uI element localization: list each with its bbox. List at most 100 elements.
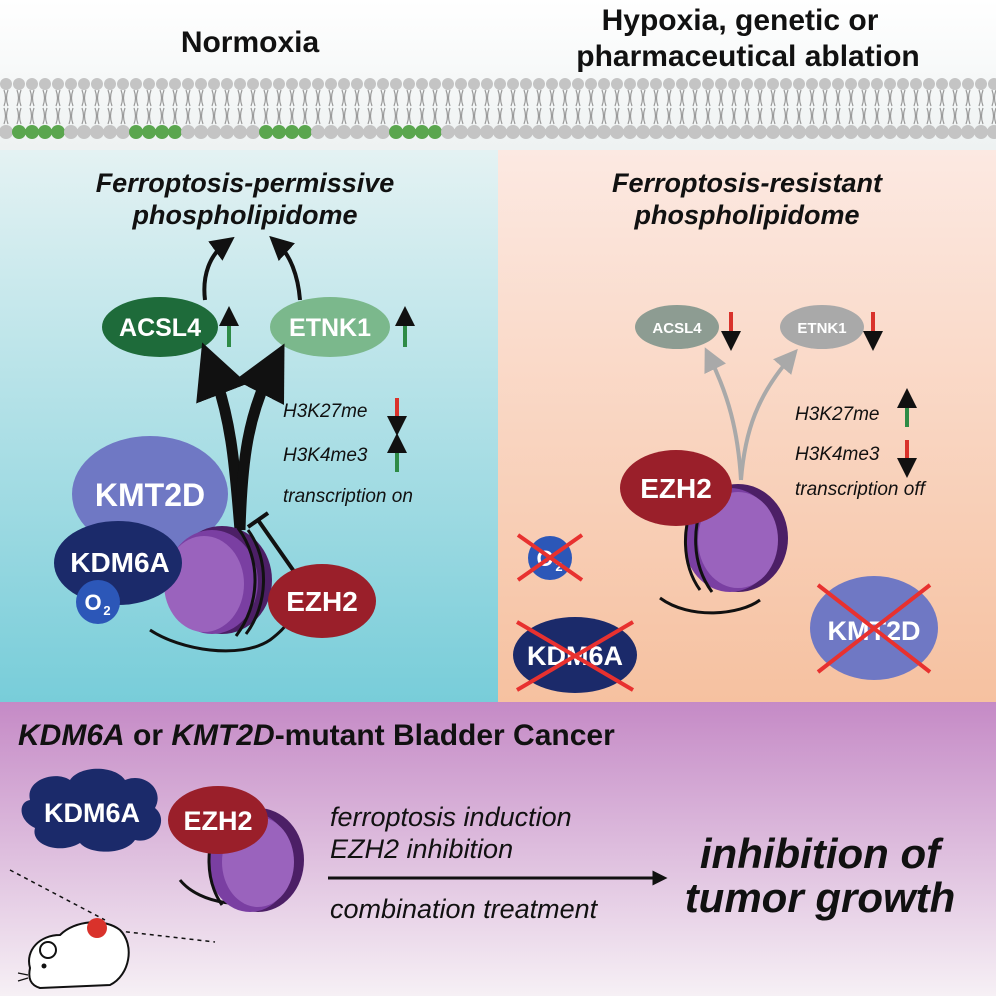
lipid-tail-upper bbox=[29, 89, 35, 107]
lipid-head-upper bbox=[273, 78, 285, 90]
lipid-head-lower bbox=[506, 125, 520, 139]
acsl4-enzyme: ACSL4 bbox=[102, 297, 218, 357]
lipid-head-lower bbox=[896, 125, 910, 139]
lipid-head-upper bbox=[338, 78, 350, 90]
lipid-tail-lower bbox=[224, 107, 230, 125]
resistant-subtitle-line2: phospholipidome bbox=[634, 200, 860, 230]
lipid-tail-upper bbox=[250, 89, 256, 107]
lipid-head-upper bbox=[572, 78, 584, 90]
lipid-tail-lower bbox=[861, 107, 867, 125]
ezh2-label-bottom: EZH2 bbox=[183, 806, 252, 836]
lipid-tail-lower bbox=[81, 107, 87, 125]
lipid-head-lower bbox=[727, 125, 741, 139]
lipid-head-lower bbox=[610, 125, 624, 139]
title-gene-kmt2d: KMT2D bbox=[171, 719, 274, 752]
lipid-head-lower bbox=[792, 125, 806, 139]
lipid-tail-upper bbox=[939, 89, 945, 107]
lipid-tail-lower bbox=[471, 107, 477, 125]
lipid-head-upper bbox=[624, 78, 636, 90]
cell-membrane bbox=[0, 78, 996, 139]
lipid-head-upper bbox=[923, 78, 935, 90]
lipid-tail-upper bbox=[536, 89, 542, 107]
outcome-line2: tumor growth bbox=[685, 874, 956, 921]
etnk1-to-lipidome-arrow bbox=[269, 235, 302, 301]
lipid-tail-lower bbox=[55, 107, 61, 125]
lipid-tail-upper bbox=[315, 89, 321, 107]
lipid-tail-lower bbox=[666, 107, 672, 125]
lipid-tail-upper bbox=[406, 89, 412, 107]
acsl4-label: ACSL4 bbox=[119, 314, 201, 342]
membrane-receptor bbox=[298, 125, 312, 139]
treatment-combination: combination treatment bbox=[330, 894, 599, 924]
lipid-tail-lower bbox=[172, 107, 178, 125]
nucleosome bbox=[164, 526, 272, 637]
lipid-tail-lower bbox=[536, 107, 542, 125]
lipid-tail-upper bbox=[107, 89, 113, 107]
lipid-head-lower bbox=[116, 125, 130, 139]
lipid-head-upper bbox=[650, 78, 662, 90]
lipid-tail-upper bbox=[848, 89, 854, 107]
lipid-tail-lower bbox=[263, 107, 269, 125]
lipid-head-lower bbox=[961, 125, 975, 139]
kmt2d-absent: KMT2D bbox=[810, 576, 938, 680]
lipid-tail-upper bbox=[783, 89, 789, 107]
etnk1-label: ETNK1 bbox=[289, 314, 371, 342]
hypoxia-title-line2: pharmaceutical ablation bbox=[576, 40, 919, 73]
lipid-head-upper bbox=[676, 78, 688, 90]
lipid-head-upper bbox=[975, 78, 987, 90]
mark-transcription-on: transcription on bbox=[283, 486, 413, 507]
lipid-head-lower bbox=[636, 125, 650, 139]
lipid-head-upper bbox=[299, 78, 311, 90]
lipid-head-upper bbox=[455, 78, 467, 90]
lipid-head-upper bbox=[156, 78, 168, 90]
kmt2d-cross-icon bbox=[816, 583, 932, 674]
o2-label: O bbox=[84, 590, 101, 615]
lipid-head-lower bbox=[948, 125, 962, 139]
lipid-tail-upper bbox=[601, 89, 607, 107]
lipid-head-upper bbox=[507, 78, 519, 90]
top-header-background bbox=[0, 0, 996, 150]
lipid-head-upper bbox=[247, 78, 259, 90]
membrane-receptor bbox=[415, 125, 429, 139]
lipid-tail-lower bbox=[250, 107, 256, 125]
lipid-head-upper bbox=[143, 78, 155, 90]
lipid-head-lower bbox=[571, 125, 585, 139]
lipid-head-upper bbox=[559, 78, 571, 90]
lipid-tail-upper bbox=[874, 89, 880, 107]
lipid-tail-lower bbox=[276, 107, 282, 125]
lipid-tail-upper bbox=[861, 89, 867, 107]
mouse-icon bbox=[9, 869, 216, 990]
lipid-tail-lower bbox=[367, 107, 373, 125]
lipid-head-upper bbox=[130, 78, 142, 90]
lipid-tail-upper bbox=[380, 89, 386, 107]
lipid-head-lower bbox=[519, 125, 533, 139]
lipid-tail-lower bbox=[185, 107, 191, 125]
lipid-tail-lower bbox=[94, 107, 100, 125]
lipid-tail-upper bbox=[900, 89, 906, 107]
lipid-tail-upper bbox=[276, 89, 282, 107]
lipid-head-lower bbox=[675, 125, 689, 139]
lipid-tail-lower bbox=[523, 107, 529, 125]
lipid-head-lower bbox=[584, 125, 598, 139]
lipid-tail-lower bbox=[588, 107, 594, 125]
lipid-tail-upper bbox=[575, 89, 581, 107]
lipid-tail-upper bbox=[289, 89, 295, 107]
lipid-head-upper bbox=[936, 78, 948, 90]
lipid-tail-upper bbox=[419, 89, 425, 107]
membrane-receptor bbox=[25, 125, 39, 139]
lipid-tail-upper bbox=[224, 89, 230, 107]
etnk1-enzyme: ETNK1 bbox=[270, 297, 390, 357]
permissive-subtitle-line1: Ferroptosis-permissive bbox=[96, 168, 395, 198]
resistant-subtitle-line1: Ferroptosis-resistant bbox=[612, 168, 883, 198]
lipid-head-upper bbox=[715, 78, 727, 90]
lipid-head-upper bbox=[286, 78, 298, 90]
membrane-receptor bbox=[259, 125, 273, 139]
treatment-ezh2-inhibition: EZH2 inhibition bbox=[330, 834, 513, 864]
lipid-tail-lower bbox=[614, 107, 620, 125]
lipid-tail-lower bbox=[939, 107, 945, 125]
lipid-head-lower bbox=[233, 125, 247, 139]
lipid-tail-upper bbox=[471, 89, 477, 107]
membrane-receptor bbox=[51, 125, 65, 139]
lipid-head-upper bbox=[728, 78, 740, 90]
